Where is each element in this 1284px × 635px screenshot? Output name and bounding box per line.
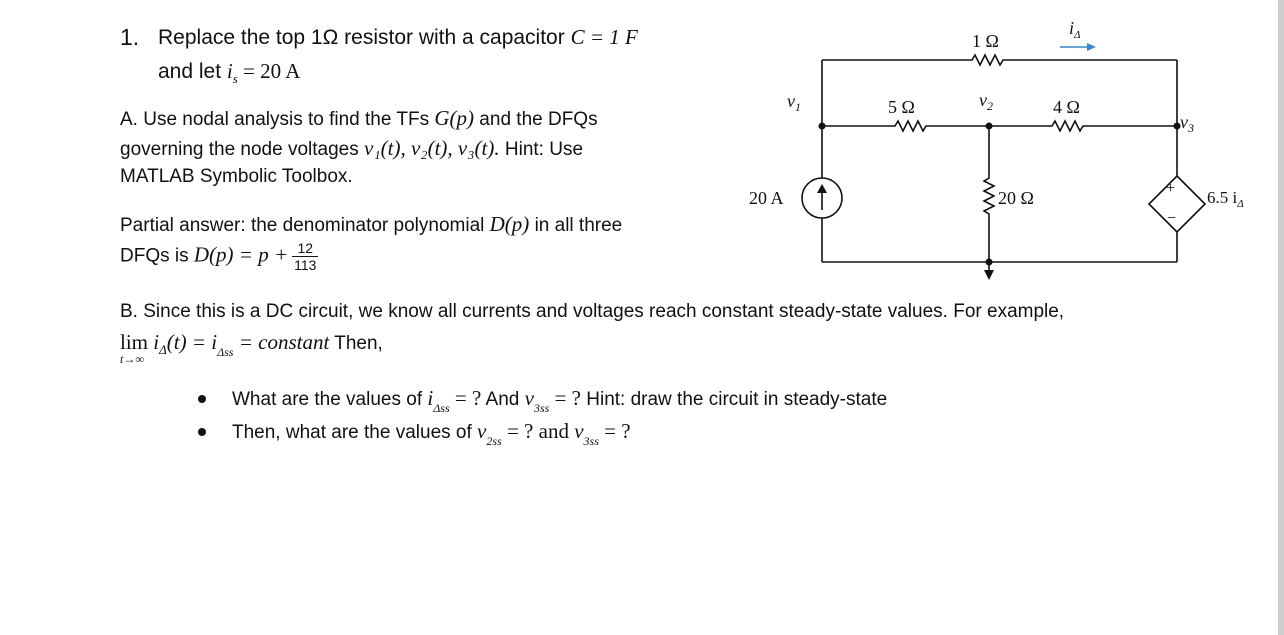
partial-answer-text: Partial answer: the denominator polynomi… [120, 215, 490, 236]
bullet-2-text: Then, what are the values of [232, 422, 478, 443]
b2-v3: v [574, 419, 584, 443]
part-b-then: Then, [329, 333, 383, 354]
label-v3-var: v [1180, 112, 1188, 132]
lim-word: lim [120, 330, 149, 354]
b2-v2-sub: 2ss [486, 434, 502, 448]
i-delta-ss-sub: Δss [217, 345, 234, 359]
label-plus: + [1166, 180, 1175, 197]
part-a-line-3: MATLAB Symbolic Toolbox. [120, 166, 353, 187]
label-source: 20 A [749, 188, 784, 208]
node-v1 [818, 122, 826, 130]
b2-v2-rest: = ? [501, 419, 534, 443]
bullet-2-and: and [533, 419, 575, 443]
bullet-1-dot [198, 395, 206, 403]
part-a-line-1: A. Use nodal analysis to find the TFs G(… [120, 106, 598, 131]
bullet-2: Then, what are the values of v2ss = ? an… [232, 419, 631, 449]
node-v2 [985, 122, 993, 130]
i-delta: i [148, 330, 160, 354]
dp-fraction-num: 12 [292, 240, 319, 257]
is-value: = 20 A [237, 59, 301, 83]
b1-i-rest: = ? [449, 386, 482, 410]
node-ground [985, 258, 993, 266]
label-v2-sub: 2 [987, 99, 993, 113]
problem-number: 1. [120, 24, 140, 50]
part-a-node-voltages: v₁(t), v₂(t), v₃(t). [364, 136, 500, 160]
node-v3 [1173, 122, 1181, 130]
label-r20: 20 Ω [998, 188, 1034, 208]
is-var: i [226, 59, 233, 83]
b1-v-rest: = ? [549, 386, 581, 410]
bullet-1-hint: Hint: draw the circuit in steady-state [580, 389, 888, 410]
part-a-line-2: governing the node voltages v₁(t), v₂(t)… [120, 136, 583, 161]
capacitor-expression: C = 1 F [570, 25, 638, 49]
label-r-top: 1 Ω [972, 31, 999, 51]
part-a-gp: G(p) [434, 106, 475, 130]
bullet-1-and: And [481, 389, 525, 410]
label-i-delta-var: i [1069, 18, 1074, 38]
label-v3: v3 [1180, 112, 1194, 135]
label-i-delta-sub: Δ [1073, 29, 1080, 41]
partial-dp: D(p) [489, 212, 530, 236]
is-sub: s [232, 71, 238, 86]
part-b-line-1: B. Since this is a DC circuit, we know a… [120, 301, 1065, 322]
label-r5: 5 Ω [888, 97, 915, 117]
i-delta-sub: Δ [159, 342, 167, 357]
label-v1-var: v [787, 91, 795, 111]
label-v1-sub: 1 [795, 100, 801, 114]
part-a-hint: Hint: Use [499, 139, 584, 160]
b2-v3-sub: 3ss [583, 434, 599, 448]
label-i-delta: iΔ [1069, 18, 1080, 41]
ground-arrowhead [984, 270, 994, 280]
label-dep-source-text: 6.5 i [1207, 188, 1238, 207]
label-r4: 4 Ω [1053, 97, 1080, 117]
bullet-1-text: What are the values of [232, 389, 428, 410]
wire-center [982, 126, 996, 272]
partial-answer-line-1: Partial answer: the denominator polynomi… [120, 212, 622, 237]
label-dep-source: 6.5 iΔ [1207, 188, 1244, 210]
b1-v-sub: 3ss [533, 401, 550, 415]
i-delta-arrowhead [1087, 43, 1096, 51]
problem-line-1-text: Replace the top 1Ω resistor with a capac… [158, 26, 571, 49]
dependent-source [1147, 174, 1207, 234]
partial-answer-line-2-text: DFQs is [120, 245, 194, 267]
b2-v2: v [477, 419, 487, 443]
wire-top [822, 53, 1177, 67]
label-v2: v2 [979, 90, 993, 113]
label-v2-var: v [979, 90, 987, 110]
part-a-line-1-tail: and the DFQs [474, 109, 598, 130]
bullet-2-dot [198, 428, 206, 436]
wire-middle [822, 119, 1177, 133]
label-dep-source-sub: Δ [1236, 198, 1243, 210]
page-edge [1278, 0, 1284, 635]
bullet-1: What are the values of iΔss = ? And v3ss… [232, 386, 887, 416]
part-a-line-1-text: A. Use nodal analysis to find the TFs [120, 109, 435, 130]
b1-v: v [524, 386, 534, 410]
problem-line-2: and let is = 20 A [158, 59, 300, 87]
b1-i: i [427, 386, 434, 410]
b2-v3-rest: = ? [598, 419, 631, 443]
current-source-arrowhead [817, 184, 827, 193]
dp-fraction-den: 113 [294, 257, 317, 273]
part-a-line-2-text: governing the node voltages [120, 139, 365, 160]
lim-under: t→∞ [120, 352, 144, 366]
label-v1: v1 [787, 91, 801, 114]
i-delta-eq: (t) = i [166, 330, 218, 354]
label-v3-sub: 3 [1187, 121, 1194, 135]
b1-i-sub: Δss [433, 401, 450, 415]
partial-answer-tail: in all three [529, 215, 623, 236]
problem-line-2-text: and let [158, 60, 227, 83]
dp-equation: D(p) = p + [193, 242, 289, 267]
constant-word: = constant [233, 330, 330, 354]
label-minus: − [1167, 210, 1176, 227]
problem-line-1: Replace the top 1Ω resistor with a capac… [158, 25, 638, 50]
